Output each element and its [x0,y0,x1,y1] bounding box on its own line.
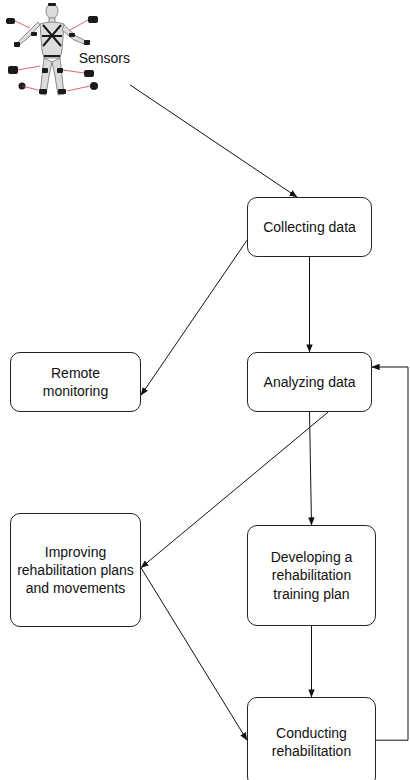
flow-arrow [141,240,247,395]
flow-arrow [309,257,310,352]
flow-arrow [311,626,312,697]
box-label: Developing a rehabilitation training pla… [254,548,369,603]
box-label: Conducting rehabilitation [254,724,369,760]
box-label: Collecting data [263,218,356,236]
flow-arrow [310,412,312,525]
figure-label: Sensors [79,49,130,67]
box-label: Improving rehabilitation plans and movem… [17,543,134,598]
flow-arrow [141,568,247,740]
process-box: Developing a rehabilitation training pla… [247,525,376,626]
box-label: Analyzing data [264,373,356,391]
flow-arrow [130,85,297,197]
process-box: Collecting data [247,197,372,257]
process-box: Conducting rehabilitation [247,697,376,780]
process-box: Remote monitoring [10,352,141,412]
sensor-node: Sensors [10,2,130,114]
process-box: Improving rehabilitation plans and movem… [10,513,141,627]
flow-arrow [372,367,408,740]
box-label: Remote monitoring [17,364,134,400]
process-box: Analyzing data [247,352,372,412]
